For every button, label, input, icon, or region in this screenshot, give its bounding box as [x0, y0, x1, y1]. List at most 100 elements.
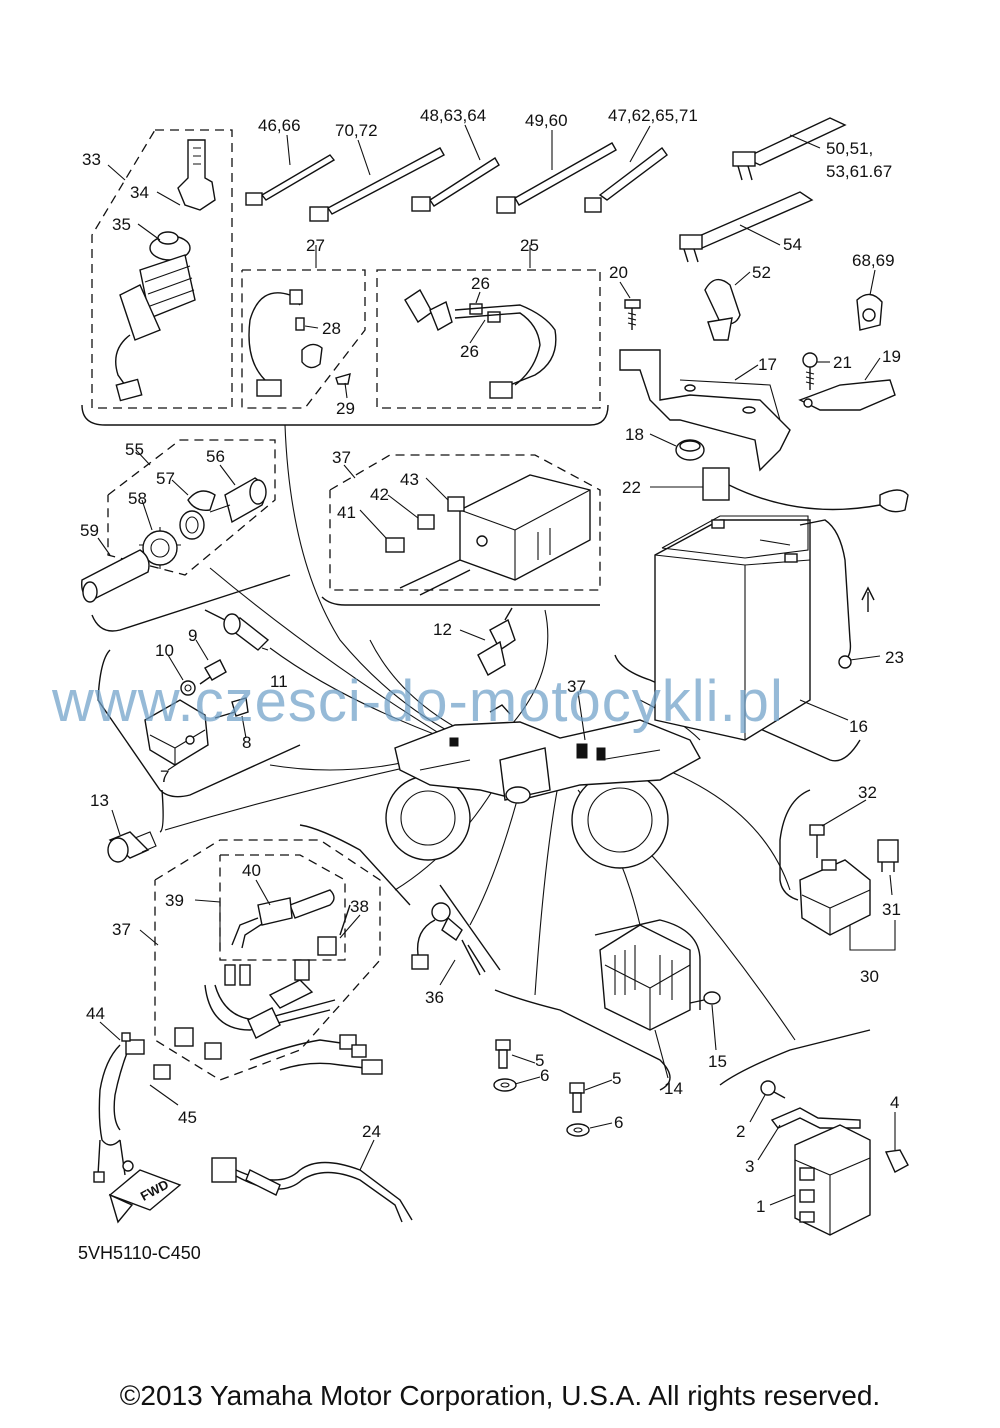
band-clip-50-51 [732, 117, 847, 181]
top-bracket-line [81, 404, 609, 426]
bolt-8 [214, 697, 249, 719]
accessory-55-box [107, 439, 276, 576]
bracket-36 [439, 884, 501, 971]
callout-34: 34 [130, 183, 149, 202]
callout-53-61-67: 53,61.67 [826, 162, 892, 181]
battery-cover-19 [798, 379, 896, 411]
callout-10: 10 [155, 641, 174, 660]
callout-33: 33 [82, 150, 101, 169]
callout-30: 30 [860, 967, 879, 986]
fuse-box-37 [399, 474, 591, 596]
grommet-18 [675, 439, 705, 461]
thermo-switch-13 [107, 831, 157, 863]
callout-40: 40 [242, 861, 261, 880]
starter-relay-30 [799, 859, 871, 936]
bracket-3 [770, 1107, 861, 1129]
callout-leaders [97, 124, 896, 1206]
callout-23: 23 [885, 648, 904, 667]
callout-38: 38 [350, 897, 369, 916]
callout-46-66: 46,66 [258, 116, 301, 135]
atv-body [385, 704, 701, 869]
callout-27: 27 [306, 236, 325, 255]
callout-44: 44 [86, 1004, 105, 1023]
callout-70-72: 70,72 [335, 121, 378, 140]
bracket-14 [594, 919, 701, 1010]
callout-20: 20 [609, 263, 628, 282]
callout-22: 22 [622, 478, 641, 497]
grip-59 [81, 549, 150, 603]
cdi-unit-1 [794, 1124, 871, 1236]
callout-57: 57 [156, 469, 175, 488]
bracket-30 [779, 789, 811, 901]
callout-55: 55 [125, 440, 144, 459]
wire-harness-44 [93, 1032, 171, 1183]
callout-11: 11 [270, 672, 288, 691]
cable-tie-70-72 [309, 147, 445, 222]
callout-56: 56 [206, 447, 225, 466]
bolt-15 [689, 991, 721, 1005]
callout-43: 43 [400, 470, 419, 489]
callout-5-upper: 5 [535, 1051, 544, 1070]
bolt-5b [569, 1082, 585, 1113]
callout-25: 25 [520, 236, 539, 255]
battery-16 [654, 515, 811, 741]
rectifier-regulator-14 [599, 924, 691, 1031]
callout-17: 17 [758, 355, 777, 374]
wire-harness-rear [249, 1034, 383, 1075]
socket-cap-57 [179, 490, 216, 540]
nut-58 [139, 527, 181, 569]
callout-47-62-65-71: 47,62,65,71 [608, 106, 698, 125]
callout-13: 13 [90, 791, 109, 810]
callout-26-upper: 26 [471, 274, 490, 293]
callout-8: 8 [242, 733, 251, 752]
callout-18: 18 [625, 425, 644, 444]
harness-37-lower [174, 959, 336, 1060]
clip-68-69 [856, 293, 883, 331]
ignition-key-switch [115, 139, 216, 402]
callout-14: 14 [664, 1079, 683, 1098]
copyright-notice: ©2013 Yamaha Motor Corporation, U.S.A. A… [119, 1380, 881, 1411]
catalog-number: 5VH5110-C450 [78, 1243, 201, 1263]
bracket-7-11 [97, 649, 301, 798]
ignition-group-box [91, 129, 233, 409]
cable-tie-46-66 [245, 154, 336, 206]
callout-21: 21 [833, 353, 852, 372]
callout-19: 19 [882, 347, 901, 366]
bracket-13 [159, 789, 164, 833]
callout-58: 58 [128, 489, 147, 508]
wiring-37-box [154, 839, 381, 1081]
callout-4: 4 [890, 1093, 899, 1112]
cable-tie-48-63-64 [411, 157, 500, 212]
spark-plug-12 [477, 607, 516, 676]
callout-32: 32 [858, 783, 877, 802]
callout-68-69: 68,69 [852, 251, 895, 270]
bolt-20 [624, 299, 641, 330]
bracket-37 [321, 596, 600, 606]
bracket-5-6 [494, 989, 671, 1091]
fwd-arrow [108, 1169, 182, 1224]
bracket-ecu [719, 1029, 871, 1086]
bracket-55 [91, 574, 291, 632]
screw-2 [760, 1080, 786, 1099]
washer-6b [566, 1123, 590, 1137]
fuse-43 [447, 496, 465, 512]
callout-50-51: 50,51, [826, 139, 873, 158]
callout-labels: 33 34 35 46,66 70,72 48,63,64 49,60 47,6… [80, 106, 904, 1216]
screw-32 [809, 824, 825, 858]
callout-3: 3 [745, 1157, 754, 1176]
callout-26-lower: 26 [460, 342, 479, 361]
band-clip-54 [679, 191, 814, 263]
callout-24: 24 [362, 1122, 381, 1141]
bracket-37-lower [299, 824, 411, 906]
callout-28: 28 [322, 319, 341, 338]
fuse-box-37-box [329, 454, 601, 591]
damper-4 [884, 1149, 909, 1173]
callout-15: 15 [708, 1052, 727, 1071]
callout-16: 16 [849, 717, 868, 736]
switch-36 [411, 902, 486, 976]
screw-21 [802, 352, 818, 390]
battery-cap-22 [702, 467, 909, 513]
accessory-socket-56 [209, 477, 267, 524]
